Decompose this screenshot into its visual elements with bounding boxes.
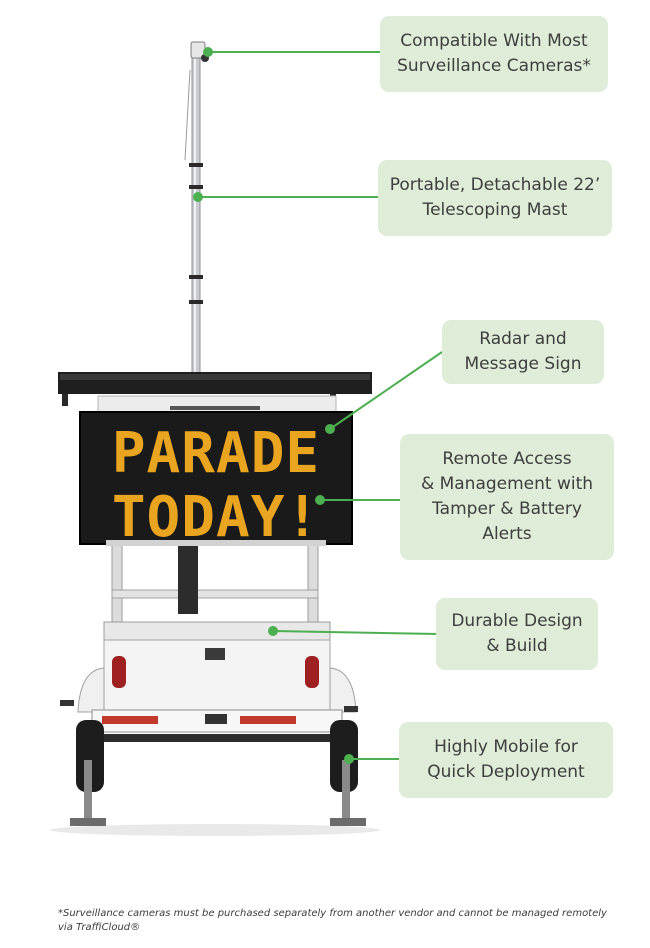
ground-shadow <box>50 824 380 836</box>
trailer-body <box>77 621 357 713</box>
callout-line: Alerts <box>482 524 532 544</box>
callout-line: Telescoping Mast <box>422 200 568 220</box>
sign-line-2: TODAY! <box>112 485 320 550</box>
callout-line: Highly Mobile for <box>434 737 578 757</box>
wheels <box>76 720 358 792</box>
callout-line: Tamper & Battery <box>432 499 582 519</box>
callout-line: & Management with <box>420 474 594 494</box>
sign-line-1: PARADE <box>112 421 320 486</box>
callout-remote-access: Remote Access & Management with Tamper &… <box>400 434 614 560</box>
callout-line: Surveillance Cameras* <box>397 56 591 76</box>
telescoping-mast <box>184 57 203 379</box>
callout-line: Compatible With Most <box>400 31 588 51</box>
callout-highly-mobile: Highly Mobile for Quick Deployment <box>399 722 613 798</box>
callout-line: Message Sign <box>464 354 582 374</box>
callout-durable-design: Durable Design & Build <box>436 598 598 670</box>
message-sign: PARADE TODAY! <box>79 411 353 550</box>
callout-line: Portable, Detachable 22’ <box>389 175 601 195</box>
callout-radar-message-sign: Radar and Message Sign <box>442 320 604 384</box>
stabilizer-jacks <box>60 700 366 826</box>
callout-surveillance-cameras: Compatible With Most Surveillance Camera… <box>380 16 608 92</box>
rear-bumper <box>91 709 343 733</box>
tail-light-left <box>112 656 126 688</box>
callout-line: Durable Design <box>451 611 583 631</box>
footnote: *Surveillance cameras must be purchased … <box>58 907 618 935</box>
footnote-line-1: *Surveillance cameras must be purchased … <box>58 908 607 919</box>
callout-line: Quick Deployment <box>427 762 585 782</box>
footnote-line-2: via TraffiCloud® <box>58 922 141 933</box>
callout-connectors <box>193 47 443 764</box>
tail-light-right <box>305 656 319 688</box>
callout-line: Radar and <box>479 329 567 349</box>
trailer-frame <box>106 540 326 625</box>
callout-line: & Build <box>486 636 548 656</box>
callout-telescoping-mast: Portable, Detachable 22’ Telescoping Mas… <box>378 160 612 236</box>
callout-line: Remote Access <box>442 449 572 469</box>
